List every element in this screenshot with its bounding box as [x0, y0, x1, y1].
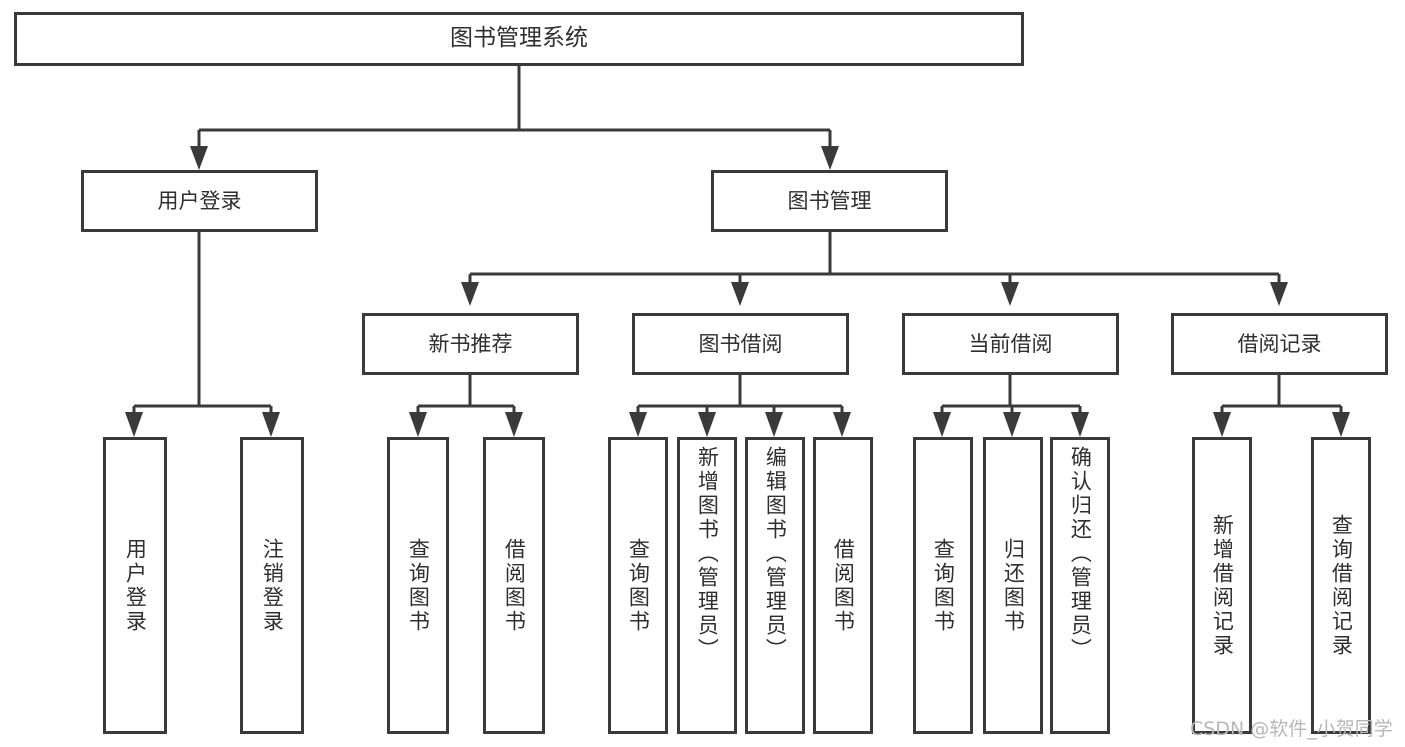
node-label: 查询图书 — [626, 537, 651, 634]
node-root-book-management-system[interactable]: 图书管理系统 — [14, 12, 1024, 66]
node-label: 查询借阅记录 — [1329, 513, 1354, 658]
node-label: 借阅图书 — [502, 537, 527, 634]
node-label: 新增借阅记录 — [1210, 513, 1235, 658]
leaf-current-borrow-query-book[interactable]: 查询图书 — [913, 437, 973, 734]
leaf-borrow-record-add-record[interactable]: 新增借阅记录 — [1192, 437, 1252, 734]
node-user-login[interactable]: 用户登录 — [81, 170, 318, 232]
node-label: 新书推荐 — [428, 331, 513, 356]
leaf-book-borrow-edit-book-admin[interactable]: 编辑图书（管理员） — [745, 437, 805, 734]
leaf-user-login-login[interactable]: 用户登录 — [103, 437, 167, 734]
leaf-current-borrow-return-book[interactable]: 归还图书 — [983, 437, 1043, 734]
leaf-new-book-query-book[interactable]: 查询图书 — [387, 437, 449, 734]
node-label: 查询图书 — [931, 537, 956, 634]
node-label: 归还图书 — [1001, 537, 1026, 634]
leaf-new-book-borrow-book[interactable]: 借阅图书 — [483, 437, 545, 734]
node-label: 注销登录 — [260, 537, 285, 634]
node-book-management[interactable]: 图书管理 — [711, 170, 948, 232]
leaf-book-borrow-borrow-book[interactable]: 借阅图书 — [813, 437, 873, 734]
node-label: 确认归还（管理员） — [1068, 446, 1093, 662]
leaf-book-borrow-add-book-admin[interactable]: 新增图书（管理员） — [677, 437, 737, 734]
node-label: 用户登录 — [123, 537, 148, 634]
node-label: 借阅图书 — [831, 537, 856, 634]
leaf-book-borrow-query-book[interactable]: 查询图书 — [608, 437, 668, 734]
node-label: 编辑图书（管理员） — [763, 446, 788, 662]
node-label: 图书借阅 — [698, 331, 783, 356]
node-book-borrow[interactable]: 图书借阅 — [632, 313, 849, 375]
leaf-current-borrow-confirm-return-admin[interactable]: 确认归还（管理员） — [1050, 437, 1110, 734]
node-label: 新增图书（管理员） — [695, 446, 720, 662]
node-label: 当前借阅 — [968, 331, 1053, 356]
node-label: 用户登录 — [157, 188, 242, 213]
node-label: 借阅记录 — [1237, 331, 1322, 356]
csdn-watermark: CSDN @软件_小贺同学 — [1190, 718, 1393, 740]
node-label: 图书管理 — [787, 188, 872, 213]
node-borrow-record[interactable]: 借阅记录 — [1171, 313, 1388, 375]
leaf-borrow-record-query-record[interactable]: 查询借阅记录 — [1311, 437, 1371, 734]
node-new-book-recommend[interactable]: 新书推荐 — [362, 313, 579, 375]
node-label: 图书管理系统 — [450, 25, 588, 52]
node-current-borrow[interactable]: 当前借阅 — [902, 313, 1119, 375]
node-label: 查询图书 — [406, 537, 431, 634]
leaf-user-login-logout[interactable]: 注销登录 — [240, 437, 304, 734]
